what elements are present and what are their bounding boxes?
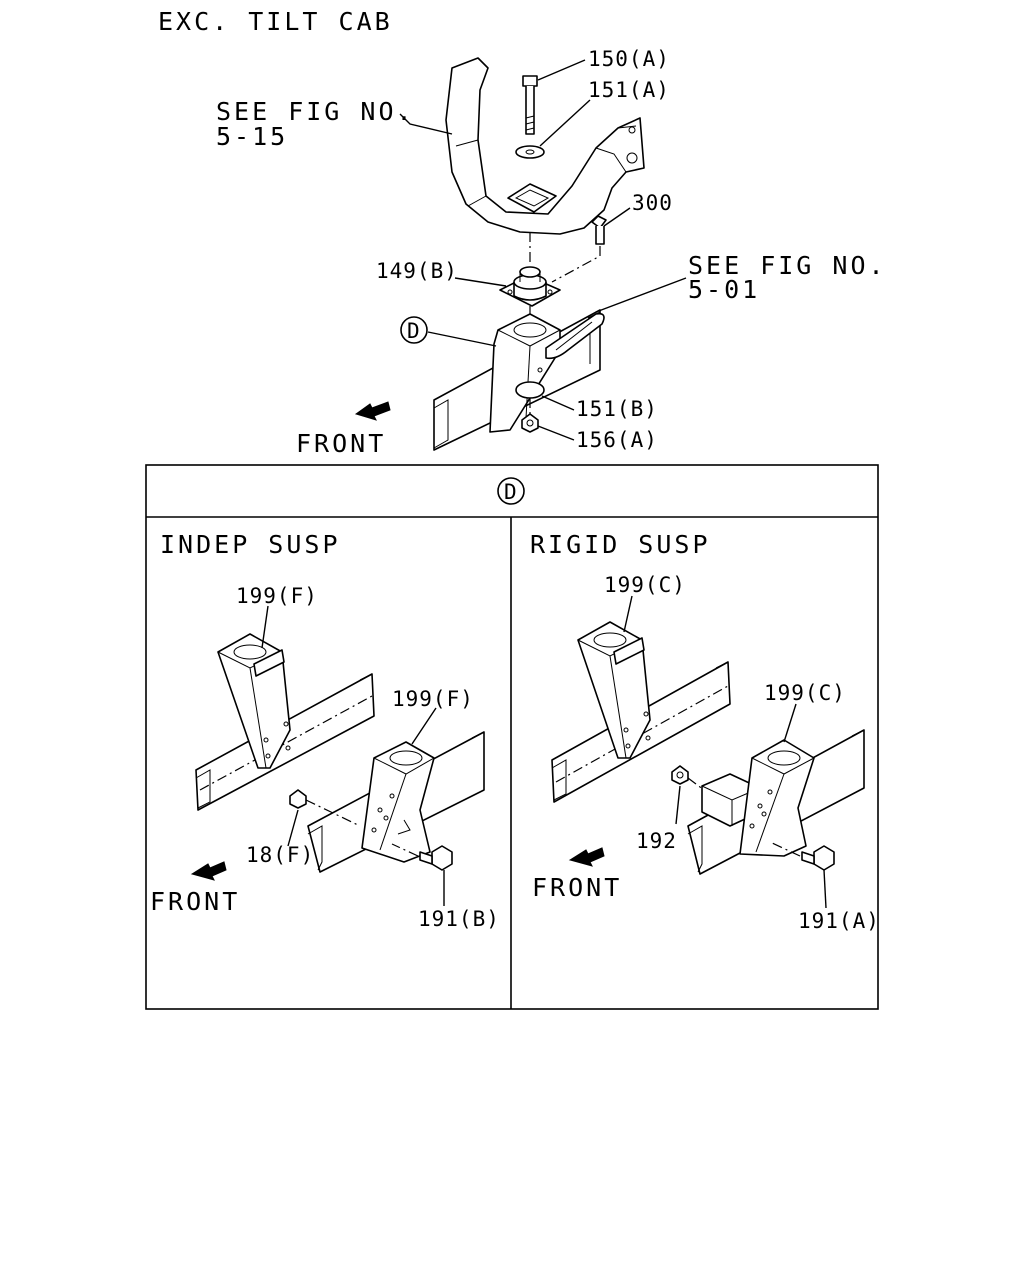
detail-marker-d-label: D — [504, 480, 518, 504]
label-156a: 156(A) — [576, 428, 658, 452]
indep-susp-title: INDEP SUSP — [160, 530, 341, 559]
rigid-susp-drawing — [551, 595, 865, 909]
label-191b: 191(B) — [418, 907, 500, 931]
indep-susp-drawing — [190, 605, 485, 906]
label-300: 300 — [632, 191, 673, 215]
leader-lines-upper — [399, 59, 687, 441]
cab-mount-assembly — [354, 57, 687, 451]
see-fig-501-line1: SEE FIG NO. — [688, 251, 887, 280]
bolt-300 — [591, 215, 607, 245]
cab-bracket — [445, 57, 645, 235]
page-title: EXC. TILT CAB — [158, 7, 393, 36]
bracket-mount-pad — [507, 183, 557, 213]
label-150a: 150(A) — [588, 47, 670, 71]
front-label-top: FRONT — [296, 429, 386, 458]
label-199f-b: 199(F) — [392, 687, 474, 711]
front-label-right: FRONT — [532, 873, 622, 902]
label-199f-a: 199(F) — [236, 584, 318, 608]
label-199c-b: 199(C) — [764, 681, 846, 705]
nut-156a — [521, 413, 539, 433]
detail-marker-d — [497, 477, 525, 505]
frame-loop-bracket — [545, 312, 605, 360]
label-d-upper: D — [407, 319, 421, 343]
label-192: 192 — [636, 829, 677, 853]
label-199c-a: 199(C) — [604, 573, 686, 597]
see-fig-515-line2: 5-15 — [216, 122, 288, 151]
rubber-mount-149b — [499, 266, 561, 307]
label-151b: 151(B) — [576, 397, 658, 421]
label-149b: 149(B) — [376, 259, 458, 283]
label-18f: 18(F) — [246, 843, 314, 867]
front-arrow-top — [354, 401, 391, 421]
label-151a: 151(A) — [588, 78, 670, 102]
bolt-150a — [522, 75, 538, 135]
washer-151a — [515, 145, 545, 159]
see-fig-501-line2: 5-01 — [688, 275, 760, 304]
washer-151b — [515, 381, 545, 399]
front-label-left: FRONT — [150, 887, 240, 916]
rigid-susp-title: RIGID SUSP — [530, 530, 711, 559]
detail-marker-d-upper — [400, 316, 428, 344]
see-fig-515-line1: SEE FIG NO. — [216, 97, 415, 126]
label-191a: 191(A) — [798, 909, 880, 933]
detail-box-d — [145, 464, 879, 1010]
